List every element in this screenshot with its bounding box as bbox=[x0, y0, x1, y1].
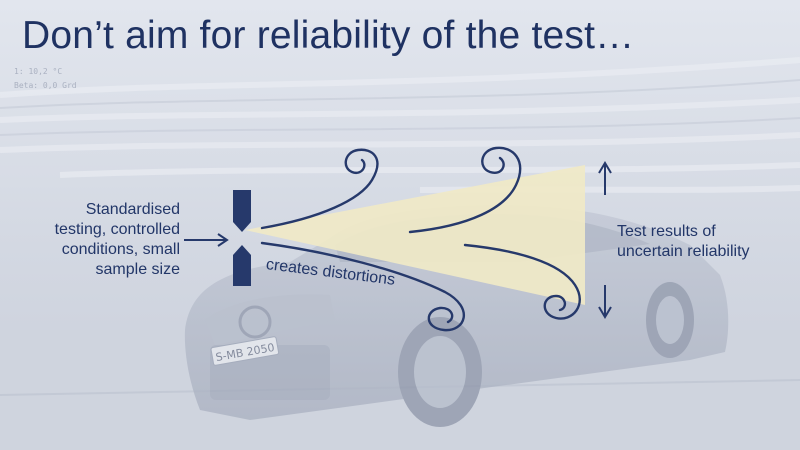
swirl-lower-left-icon bbox=[260, 241, 465, 332]
uncertainty-arrows bbox=[598, 161, 612, 319]
readout-temperature: 1: 10,2 °C bbox=[14, 67, 62, 76]
readout-beta: Beta: 0,0 Grd bbox=[14, 81, 77, 90]
input-description: Standardised testing, controlled conditi… bbox=[0, 200, 180, 280]
output-description: Test results of uncertain reliability bbox=[617, 222, 787, 262]
arrow-down-icon bbox=[598, 285, 612, 319]
input-line: conditions, small bbox=[61, 241, 180, 258]
swirl-upper-left-icon bbox=[260, 148, 379, 230]
output-line: uncertain reliability bbox=[617, 243, 750, 260]
wind-streaks bbox=[0, 57, 800, 193]
input-line: Standardised bbox=[85, 201, 180, 218]
distortion-beam bbox=[245, 165, 585, 305]
arrow-up-icon bbox=[598, 161, 612, 195]
background-readouts: 1: 10,2 °C Beta: 0,0 Grd bbox=[14, 67, 77, 90]
swirl-upper-right-icon bbox=[408, 146, 522, 234]
slide-title: Don’t aim for reliability of the test… bbox=[22, 14, 635, 57]
constriction-icon bbox=[233, 190, 251, 286]
input-line: sample size bbox=[95, 261, 180, 278]
swirl-lower-right-icon bbox=[463, 243, 581, 320]
input-arrow-icon bbox=[184, 233, 229, 247]
input-line: testing, controlled bbox=[54, 221, 180, 238]
swirl-lines bbox=[260, 146, 581, 332]
output-line: Test results of bbox=[617, 223, 716, 240]
